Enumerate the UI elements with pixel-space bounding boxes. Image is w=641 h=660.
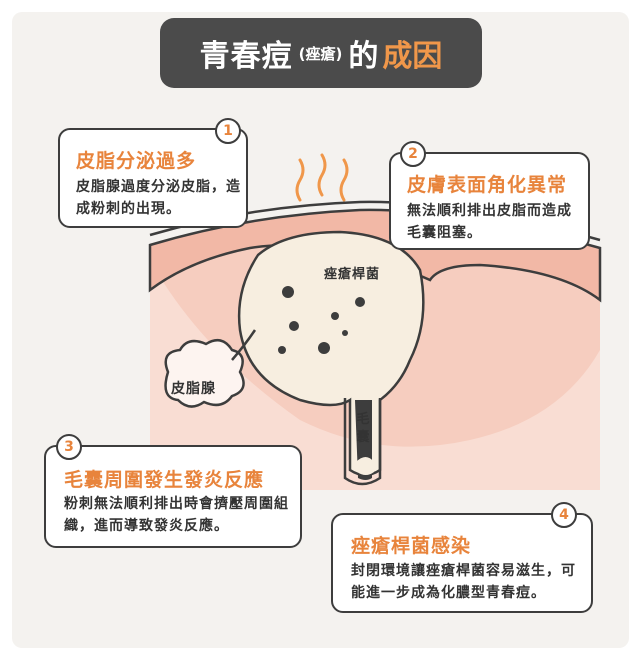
cause-card-4: 痤瘡桿菌感染 封閉環境讓痤瘡桿菌容易滋生，可能進一步成為化膿型青春痘。 <box>331 513 593 613</box>
bacteria-icon <box>278 286 365 354</box>
title-banner: 青春痘 (痤瘡) 的 成因 <box>160 18 482 88</box>
cause-text: 皮脂腺過度分泌皮脂，造成粉刺的出現。 <box>76 179 241 217</box>
bacteria-label: 痤瘡桿菌 <box>324 267 381 282</box>
number-badge-3: 3 <box>56 434 82 460</box>
cause-card-3: 毛囊周圍發生發炎反應 粉刺無法順利排出時會擠壓周圍組織，進而導致發炎反應。 <box>44 445 302 548</box>
cause-card-2: 皮膚表面角化異常 無法順利排出皮脂而造成毛囊阻塞。 <box>389 152 590 250</box>
cause-heading: 痤瘡桿菌感染 <box>351 535 472 557</box>
title-accent: 成因 <box>382 39 443 74</box>
number-badge-4: 4 <box>551 502 577 528</box>
sebaceous-gland-icon <box>164 329 257 408</box>
cause-heading: 皮脂分泌過多 <box>76 150 197 172</box>
title-main: 青春痘 <box>199 39 293 74</box>
heat-wave-icon <box>295 153 349 202</box>
cause-heading: 皮膚表面角化異常 <box>407 174 568 196</box>
cause-heading: 毛囊周圍發生發炎反應 <box>64 469 265 491</box>
number-badge-1: 1 <box>215 118 241 144</box>
follicle-label: 毛囊 <box>356 412 370 445</box>
hair-follicle <box>343 398 382 486</box>
title-sub: (痤瘡) <box>298 44 343 63</box>
cause-text: 粉刺無法順利排出時會擠壓周圍組織，進而導致發炎反應。 <box>64 496 289 534</box>
sebaceous-gland-label: 皮脂腺 <box>171 381 216 397</box>
cause-text: 無法順利排出皮脂而造成毛囊阻塞。 <box>407 203 572 241</box>
cause-text: 封閉環境讓痤瘡桿菌容易滋生，可能進一步成為化膿型青春痘。 <box>351 563 576 601</box>
title-connector: 的 <box>348 39 379 74</box>
number-badge-2: 2 <box>400 141 426 167</box>
cause-card-1: 皮脂分泌過多 皮脂腺過度分泌皮脂，造成粉刺的出現。 <box>58 128 248 228</box>
